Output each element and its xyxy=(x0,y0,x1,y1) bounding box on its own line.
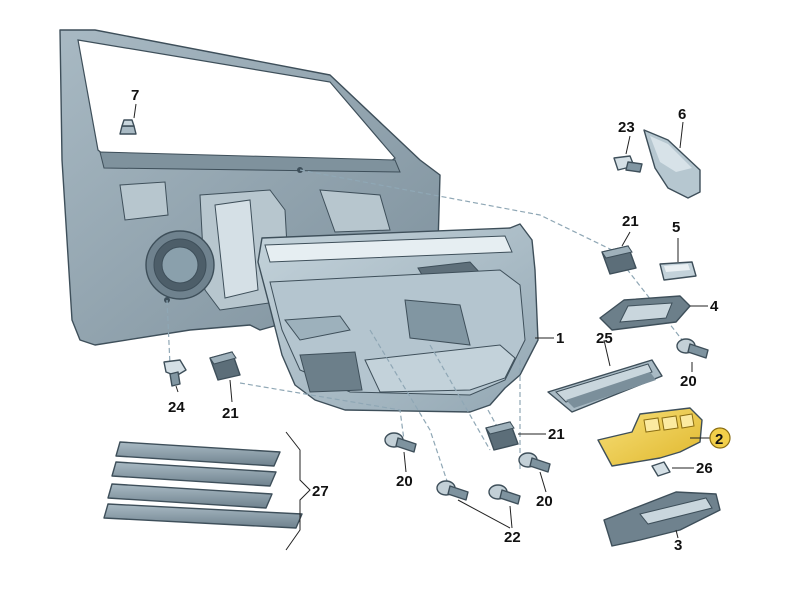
callout-20-left: 20 xyxy=(396,473,413,490)
callout-21-right: 21 xyxy=(548,426,565,443)
part-26-clip xyxy=(651,461,671,477)
callout-20-right: 20 xyxy=(680,373,697,390)
callout-6: 6 xyxy=(678,106,686,123)
callout-23: 23 xyxy=(618,119,635,136)
callout-25: 25 xyxy=(596,330,613,347)
part-20-screw-right xyxy=(676,338,709,359)
leader-lines xyxy=(133,103,712,539)
callout-21-left: 21 xyxy=(222,405,239,422)
part-21-clip-right xyxy=(485,421,519,451)
callout-7: 7 xyxy=(131,87,139,104)
callout-26: 26 xyxy=(696,460,713,477)
part-22-screw-left xyxy=(436,480,469,501)
part-23-clip xyxy=(613,155,643,173)
part-3-switch-trim xyxy=(603,491,721,547)
callout-27: 27 xyxy=(312,483,329,500)
door-frame xyxy=(59,29,441,346)
part-4-interior-handle xyxy=(599,295,691,331)
callout-4: 4 xyxy=(710,298,719,315)
callout-2: 2 xyxy=(715,431,723,448)
callout-21-top: 21 xyxy=(622,213,639,230)
callout-20-middle: 20 xyxy=(536,493,553,510)
callout-3: 3 xyxy=(674,537,682,554)
callout-5: 5 xyxy=(672,219,680,236)
callout-1: 1 xyxy=(556,330,564,347)
bracket-27 xyxy=(285,431,311,551)
part-20-screw-left xyxy=(384,432,417,453)
part-6-mirror-cover xyxy=(643,129,701,199)
callout-2-badge: 2 xyxy=(709,427,731,449)
part-24-clip xyxy=(163,359,187,387)
part-25-storage-tray xyxy=(547,359,663,413)
assembly-lines xyxy=(166,169,691,491)
callout-24: 24 xyxy=(168,399,185,416)
part-27-trim-strips xyxy=(103,441,303,529)
part-21-clip-top xyxy=(601,245,637,275)
door-trim-panel xyxy=(257,223,539,413)
part-2-switch-bezel-highlighted xyxy=(597,407,703,467)
part-7-plug xyxy=(119,119,137,135)
part-5-handle-insert xyxy=(659,261,697,281)
callout-22: 22 xyxy=(504,529,521,546)
part-22-screw-right xyxy=(488,484,521,505)
part-20-screw-middle xyxy=(518,452,551,473)
part-21-clip-left xyxy=(209,351,241,381)
